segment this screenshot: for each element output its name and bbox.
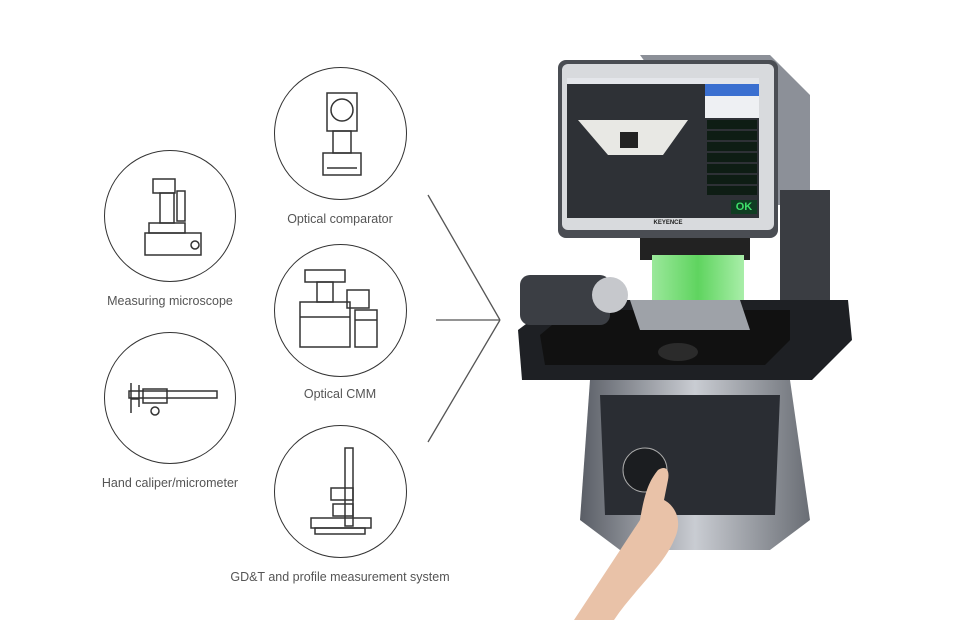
optical-cmm-label: Optical CMM xyxy=(303,387,377,401)
measuring-microscope-icon xyxy=(144,178,202,256)
profile-system-circle xyxy=(274,425,407,558)
caliper-label: Hand caliper/micrometer xyxy=(101,476,239,490)
profile-system-label: GD&T and profile measurement system xyxy=(230,570,450,584)
caliper-icon xyxy=(128,383,218,416)
optical-comparator-label: Optical comparator xyxy=(287,212,393,226)
optical-cmm-icon xyxy=(299,269,378,348)
brand-logo: KEYENCE xyxy=(653,220,683,226)
optical-cmm-circle xyxy=(274,244,407,377)
caliper-circle xyxy=(104,332,236,464)
optical-comparator-icon xyxy=(322,92,362,176)
measuring-microscope-circle xyxy=(104,150,236,282)
screen-ok-indicator: OK xyxy=(735,201,753,213)
optical-comparator-circle xyxy=(274,67,407,200)
profile-system-icon xyxy=(310,447,372,535)
measuring-microscope-label: Measuring microscope xyxy=(107,294,233,308)
